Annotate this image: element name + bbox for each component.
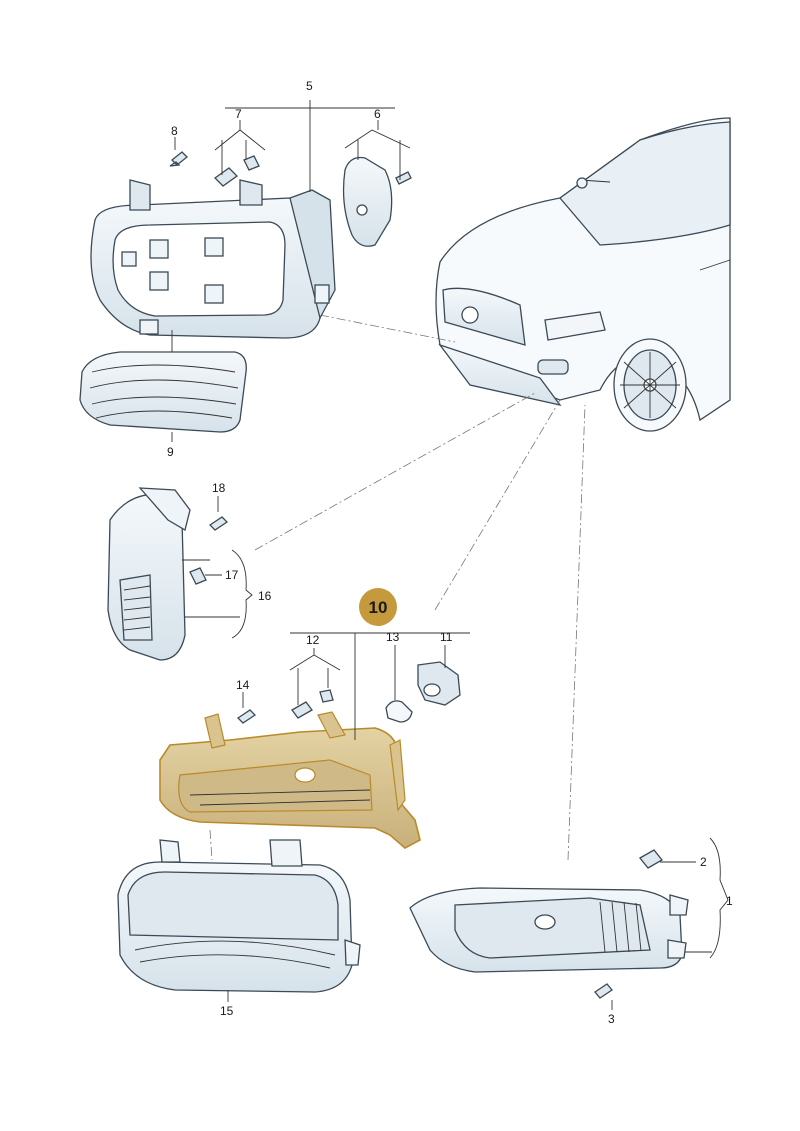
screw-18[interactable] xyxy=(208,516,229,531)
vehicle-illustration xyxy=(435,117,731,432)
headlight-module[interactable] xyxy=(90,179,336,339)
label-13: 13 xyxy=(386,630,400,644)
label-5: 5 xyxy=(306,79,313,93)
label-1: 1 xyxy=(726,894,733,908)
highlight-badge-10[interactable]: 10 xyxy=(359,588,397,626)
highlight-label: 10 xyxy=(369,598,388,617)
fog-light-frame-15[interactable] xyxy=(117,839,361,993)
bulb-socket-11[interactable] xyxy=(417,661,461,706)
label-2: 2 xyxy=(700,855,707,869)
nut-12a[interactable] xyxy=(291,701,313,719)
label-11: 11 xyxy=(440,630,453,644)
nut-7a[interactable] xyxy=(213,167,239,187)
side-light-16[interactable] xyxy=(107,487,191,661)
label-16: 16 xyxy=(258,589,272,603)
screw-14[interactable] xyxy=(236,709,257,724)
label-17: 17 xyxy=(225,568,239,582)
highlighted-part-10[interactable] xyxy=(159,711,421,849)
label-9: 9 xyxy=(167,445,174,459)
leader-lines xyxy=(171,100,729,1010)
nut-7b[interactable] xyxy=(243,155,260,171)
label-6: 6 xyxy=(374,107,381,121)
label-7: 7 xyxy=(235,107,242,121)
label-8: 8 xyxy=(171,124,178,138)
lower-grille-9[interactable] xyxy=(79,351,247,433)
label-14: 14 xyxy=(236,678,250,692)
label-15: 15 xyxy=(220,1004,234,1018)
mounting-plate-6[interactable] xyxy=(342,156,393,247)
screw-6[interactable] xyxy=(395,171,412,185)
assembly-lines xyxy=(209,314,586,861)
label-12: 12 xyxy=(306,633,320,647)
screw-8[interactable] xyxy=(169,151,188,167)
label-18: 18 xyxy=(212,481,226,495)
screw-2[interactable] xyxy=(639,849,663,869)
label-3: 3 xyxy=(608,1012,615,1026)
nut-12b[interactable] xyxy=(319,689,334,703)
screw-3[interactable] xyxy=(594,983,613,999)
bulb-13[interactable] xyxy=(385,700,413,723)
fog-light-assembly-1[interactable] xyxy=(409,887,689,973)
part-labels: 5 7 6 8 9 18 17 16 12 13 11 14 15 2 1 3 xyxy=(167,79,733,1026)
grommet-17[interactable] xyxy=(189,567,207,585)
